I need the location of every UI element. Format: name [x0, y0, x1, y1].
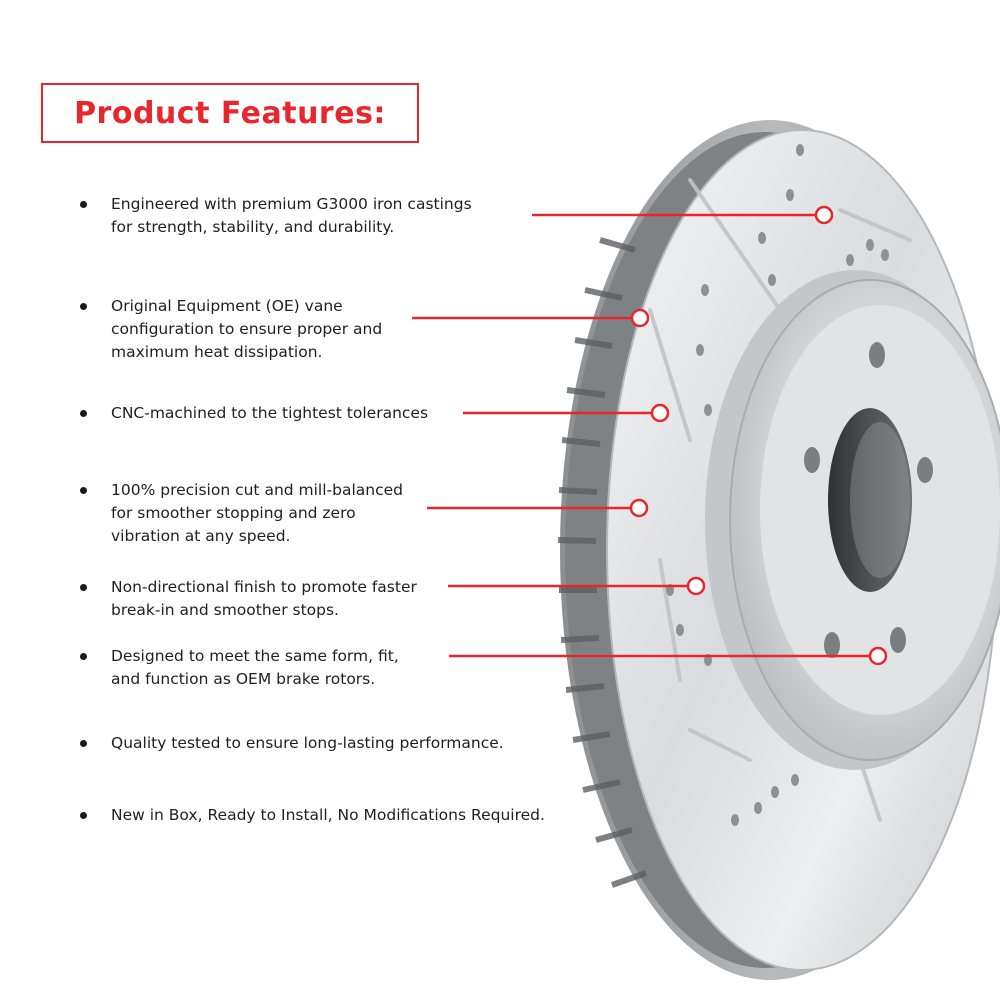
bullet-icon — [80, 201, 87, 208]
feature-item-cnc-machined: CNC-machined to the tightest tolerances — [80, 402, 550, 425]
bullet-icon — [80, 487, 87, 494]
feature-text: CNC-machined to the tightest tolerances — [111, 404, 429, 422]
feature-text: Original Equipment (OE) vane configurati… — [111, 297, 383, 361]
bullet-icon — [80, 584, 87, 591]
feature-item-precision-cut: 100% precision cut and mill-balanced for… — [80, 479, 550, 548]
bullet-icon — [80, 303, 87, 310]
feature-text: Quality tested to ensure long-lasting pe… — [111, 734, 504, 752]
feature-item-non-directional-finish: Non-directional finish to promote faster… — [80, 576, 550, 622]
page-title: Product Features: — [74, 95, 386, 131]
feature-item-quality-tested: Quality tested to ensure long-lasting pe… — [80, 732, 550, 755]
bullet-icon — [80, 812, 87, 819]
bullet-icon — [80, 653, 87, 660]
bullet-icon — [80, 410, 87, 417]
title-box: Product Features: — [41, 83, 419, 143]
feature-text: Designed to meet the same form, fit, and… — [111, 647, 399, 688]
feature-text: New in Box, Ready to Install, No Modific… — [111, 806, 545, 824]
feature-text: 100% precision cut and mill-balanced for… — [111, 481, 404, 545]
feature-item-new-in-box: New in Box, Ready to Install, No Modific… — [80, 804, 550, 827]
bullet-icon — [80, 740, 87, 747]
feature-item-iron-castings: Engineered with premium G3000 iron casti… — [80, 193, 550, 239]
feature-item-oem-fit: Designed to meet the same form, fit, and… — [80, 645, 550, 691]
feature-text: Engineered with premium G3000 iron casti… — [111, 195, 472, 236]
brake-rotor-image — [557, 120, 1000, 980]
feature-item-vane-configuration: Original Equipment (OE) vane configurati… — [80, 295, 550, 364]
feature-text: Non-directional finish to promote faster… — [111, 578, 417, 619]
